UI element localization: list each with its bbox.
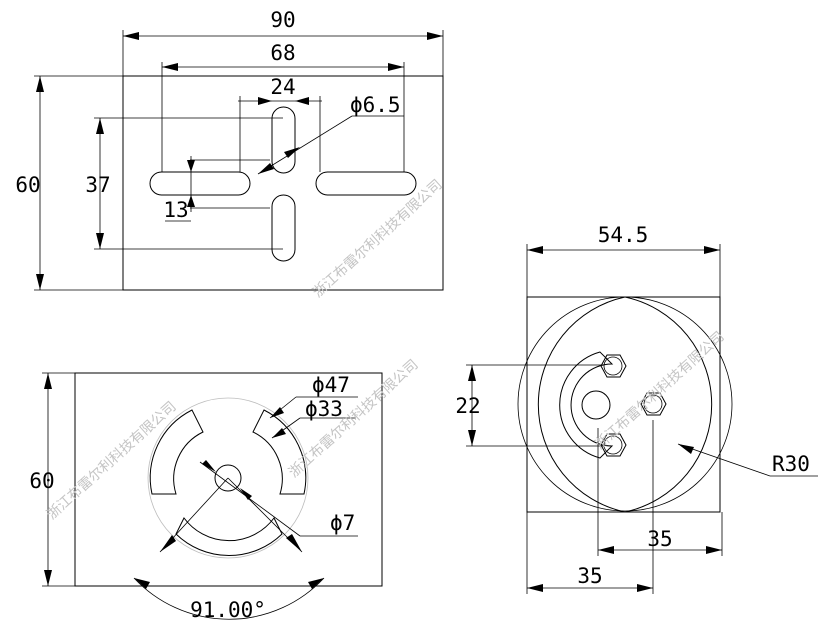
leader-radius xyxy=(677,443,771,477)
dim-top-height: 60 xyxy=(15,173,40,197)
right-arc-slot xyxy=(559,351,614,459)
top-plate-outline xyxy=(122,75,444,291)
hex-bolt-top xyxy=(600,354,627,378)
arc-slot-bottom xyxy=(175,517,283,556)
bottom-plate-outline xyxy=(74,372,383,587)
right-view: 54.5 22 R30 35 35 xyxy=(455,223,818,594)
dim-right-width: 54.5 xyxy=(598,223,649,247)
hex-bolt-bottom xyxy=(600,433,627,457)
dim-hole: ϕ6.5 xyxy=(350,93,401,117)
right-middle-hole xyxy=(581,390,611,420)
dim-mid-dia: ϕ33 xyxy=(305,397,343,421)
slot-top xyxy=(271,106,296,174)
leader-center-hole xyxy=(199,461,301,537)
dim-top-width: 90 xyxy=(270,8,295,32)
watermark-4: 浙江布雷尔利科技有限公司 xyxy=(592,329,728,453)
center-hole xyxy=(214,464,242,492)
dim-slot-width: 13 xyxy=(163,198,188,222)
angle-arc xyxy=(133,577,325,620)
hex-bolt-right xyxy=(640,392,667,416)
dim-slot-span: 68 xyxy=(270,41,295,65)
arc-slot-right xyxy=(252,409,307,495)
right-body-left xyxy=(526,296,626,513)
arc-slot-left xyxy=(149,409,204,495)
slot-bottom xyxy=(271,194,296,262)
dim-angle: 91.00° xyxy=(190,598,266,622)
dim-center-hole: ϕ7 xyxy=(330,511,355,535)
bottom-view: 60 ϕ47 ϕ33 ϕ7 91.00° xyxy=(29,372,383,622)
dim-spacing: 22 xyxy=(455,394,480,418)
main-circle xyxy=(517,296,733,512)
slot-right xyxy=(315,171,417,196)
right-body-right xyxy=(624,296,721,513)
leader-hole xyxy=(257,115,353,175)
dim-radius: R30 xyxy=(772,452,810,476)
slot-left xyxy=(149,171,251,196)
pitch-circle xyxy=(147,397,309,559)
dim-outer-dia: ϕ47 xyxy=(312,373,350,397)
dim-offset-b: 35 xyxy=(577,564,602,588)
dim-bottom-height: 60 xyxy=(29,469,54,493)
dim-slot-gap: 24 xyxy=(270,75,295,99)
top-view: 90 68 24 ϕ6.5 60 37 xyxy=(15,8,444,291)
watermark-2: 浙江布雷尔利科技有限公司 xyxy=(44,399,180,523)
dim-slot-vspan: 37 xyxy=(85,173,110,197)
dim-offset-a: 35 xyxy=(647,527,672,551)
